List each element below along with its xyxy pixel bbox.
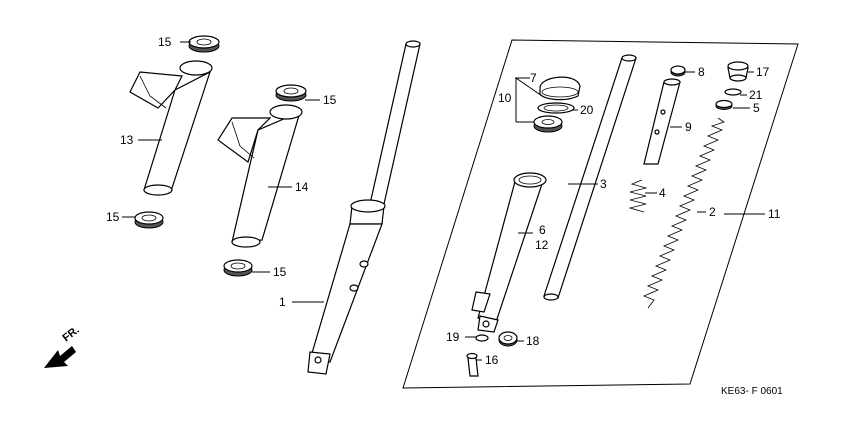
sealing-washer-small bbox=[475, 334, 489, 342]
label-20: 20 bbox=[580, 103, 594, 117]
diagram-code: KE63- F 0601 bbox=[721, 386, 783, 397]
label-17: 17 bbox=[756, 65, 770, 79]
oil-seal bbox=[533, 115, 563, 133]
fork-bolt bbox=[727, 61, 749, 82]
rebound-spring bbox=[628, 179, 648, 213]
fork-piston bbox=[643, 78, 681, 165]
label-18: 18 bbox=[526, 334, 540, 348]
label-14: 14 bbox=[295, 180, 309, 194]
direction-label: FR. bbox=[60, 324, 81, 344]
fork-slider bbox=[471, 172, 547, 333]
label-5: 5 bbox=[753, 101, 760, 115]
fork-pipe bbox=[543, 54, 637, 301]
label-2: 2 bbox=[709, 205, 716, 219]
label-11: 11 bbox=[768, 207, 781, 221]
label-15-top-left: 15 bbox=[158, 35, 172, 49]
fork-cover-lower-left bbox=[217, 104, 303, 248]
label-16: 16 bbox=[485, 353, 499, 367]
label-7: 7 bbox=[530, 71, 537, 85]
label-9: 9 bbox=[685, 120, 692, 134]
label-15-mid-left: 15 bbox=[106, 210, 120, 224]
fork-spring bbox=[642, 117, 725, 309]
label-3: 3 bbox=[600, 177, 607, 191]
label-10: 10 bbox=[498, 91, 512, 105]
grommet-bottom-right bbox=[223, 259, 253, 277]
socket-bolt bbox=[466, 352, 479, 377]
leader-lines bbox=[122, 41, 765, 361]
label-4: 4 bbox=[659, 186, 666, 200]
front-direction-arrow: FR. bbox=[44, 324, 82, 368]
label-12: 12 bbox=[535, 238, 549, 252]
assembly-frame bbox=[402, 39, 799, 389]
spring-washer bbox=[715, 99, 733, 110]
stopper-ring bbox=[537, 102, 575, 114]
label-1: 1 bbox=[279, 295, 286, 309]
sealing-washer bbox=[498, 331, 518, 347]
label-8: 8 bbox=[698, 65, 705, 79]
label-15-bottom-right: 15 bbox=[273, 265, 287, 279]
grommet-top-left bbox=[188, 35, 220, 53]
grommet-top-right bbox=[275, 84, 307, 102]
grommet-middle-left bbox=[134, 211, 164, 229]
label-15-top-right: 15 bbox=[323, 93, 337, 107]
label-21: 21 bbox=[749, 88, 763, 102]
label-19: 19 bbox=[446, 330, 460, 344]
label-6: 6 bbox=[539, 223, 546, 237]
o-ring bbox=[724, 88, 742, 96]
fork-cover-upper-left bbox=[129, 60, 213, 196]
fork-assembly-left bbox=[307, 40, 421, 375]
piston-ring bbox=[670, 65, 686, 77]
dust-seal bbox=[539, 76, 581, 101]
label-13: 13 bbox=[120, 133, 134, 147]
